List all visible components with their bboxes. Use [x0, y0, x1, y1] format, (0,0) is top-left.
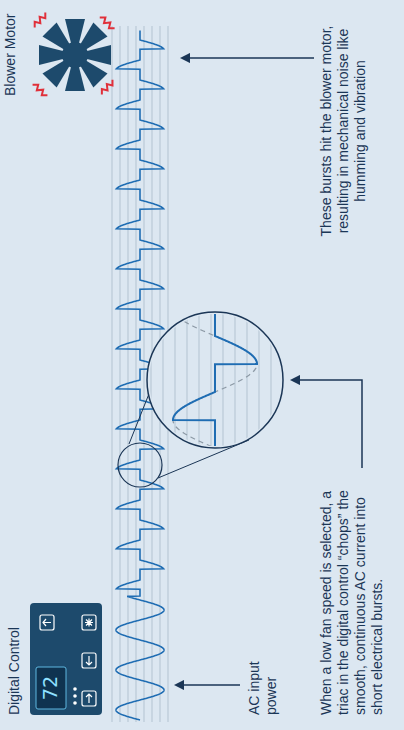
grid-line [120, 26, 121, 722]
grid-line [128, 26, 129, 722]
grid-line [259, 310, 260, 450]
grid-line [112, 26, 113, 722]
grid-line [199, 310, 200, 450]
explanation-note: When a low fan speed is selected, a tria… [318, 475, 386, 715]
grid-line [271, 310, 272, 450]
control-panel: Digital Control 72 [6, 627, 63, 715]
heading-label: Blower Motor [2, 14, 19, 96]
label-text: AC input power [246, 643, 280, 715]
grid-line [136, 26, 137, 722]
grid-line [247, 310, 248, 450]
grid-line [163, 310, 164, 450]
grid-line [151, 310, 152, 450]
grid-line [144, 26, 145, 722]
heading-label: Digital Control [6, 627, 23, 715]
explanation-note: These bursts hit the blower motor, resul… [318, 10, 369, 252]
vibration-sparks [32, 12, 115, 98]
control-panel-body [30, 603, 102, 715]
chopped-waveform [173, 309, 257, 450]
grid-line [235, 310, 236, 450]
input-label: AC input power [246, 643, 280, 715]
label-text: These bursts hit the blower motor, resul… [318, 10, 369, 252]
zoom-callout [118, 309, 283, 487]
grid-line [211, 310, 212, 450]
original-sine [173, 310, 257, 450]
blower-motor: Blower Motor [2, 14, 19, 96]
leader-arrows [176, 58, 362, 685]
grid-line [187, 310, 188, 450]
grid-line [223, 310, 224, 450]
grid-line [175, 310, 176, 450]
blower-fan [32, 12, 115, 98]
label-text: When a low fan speed is selected, a tria… [318, 475, 386, 715]
display-reading: 72 [37, 667, 63, 709]
